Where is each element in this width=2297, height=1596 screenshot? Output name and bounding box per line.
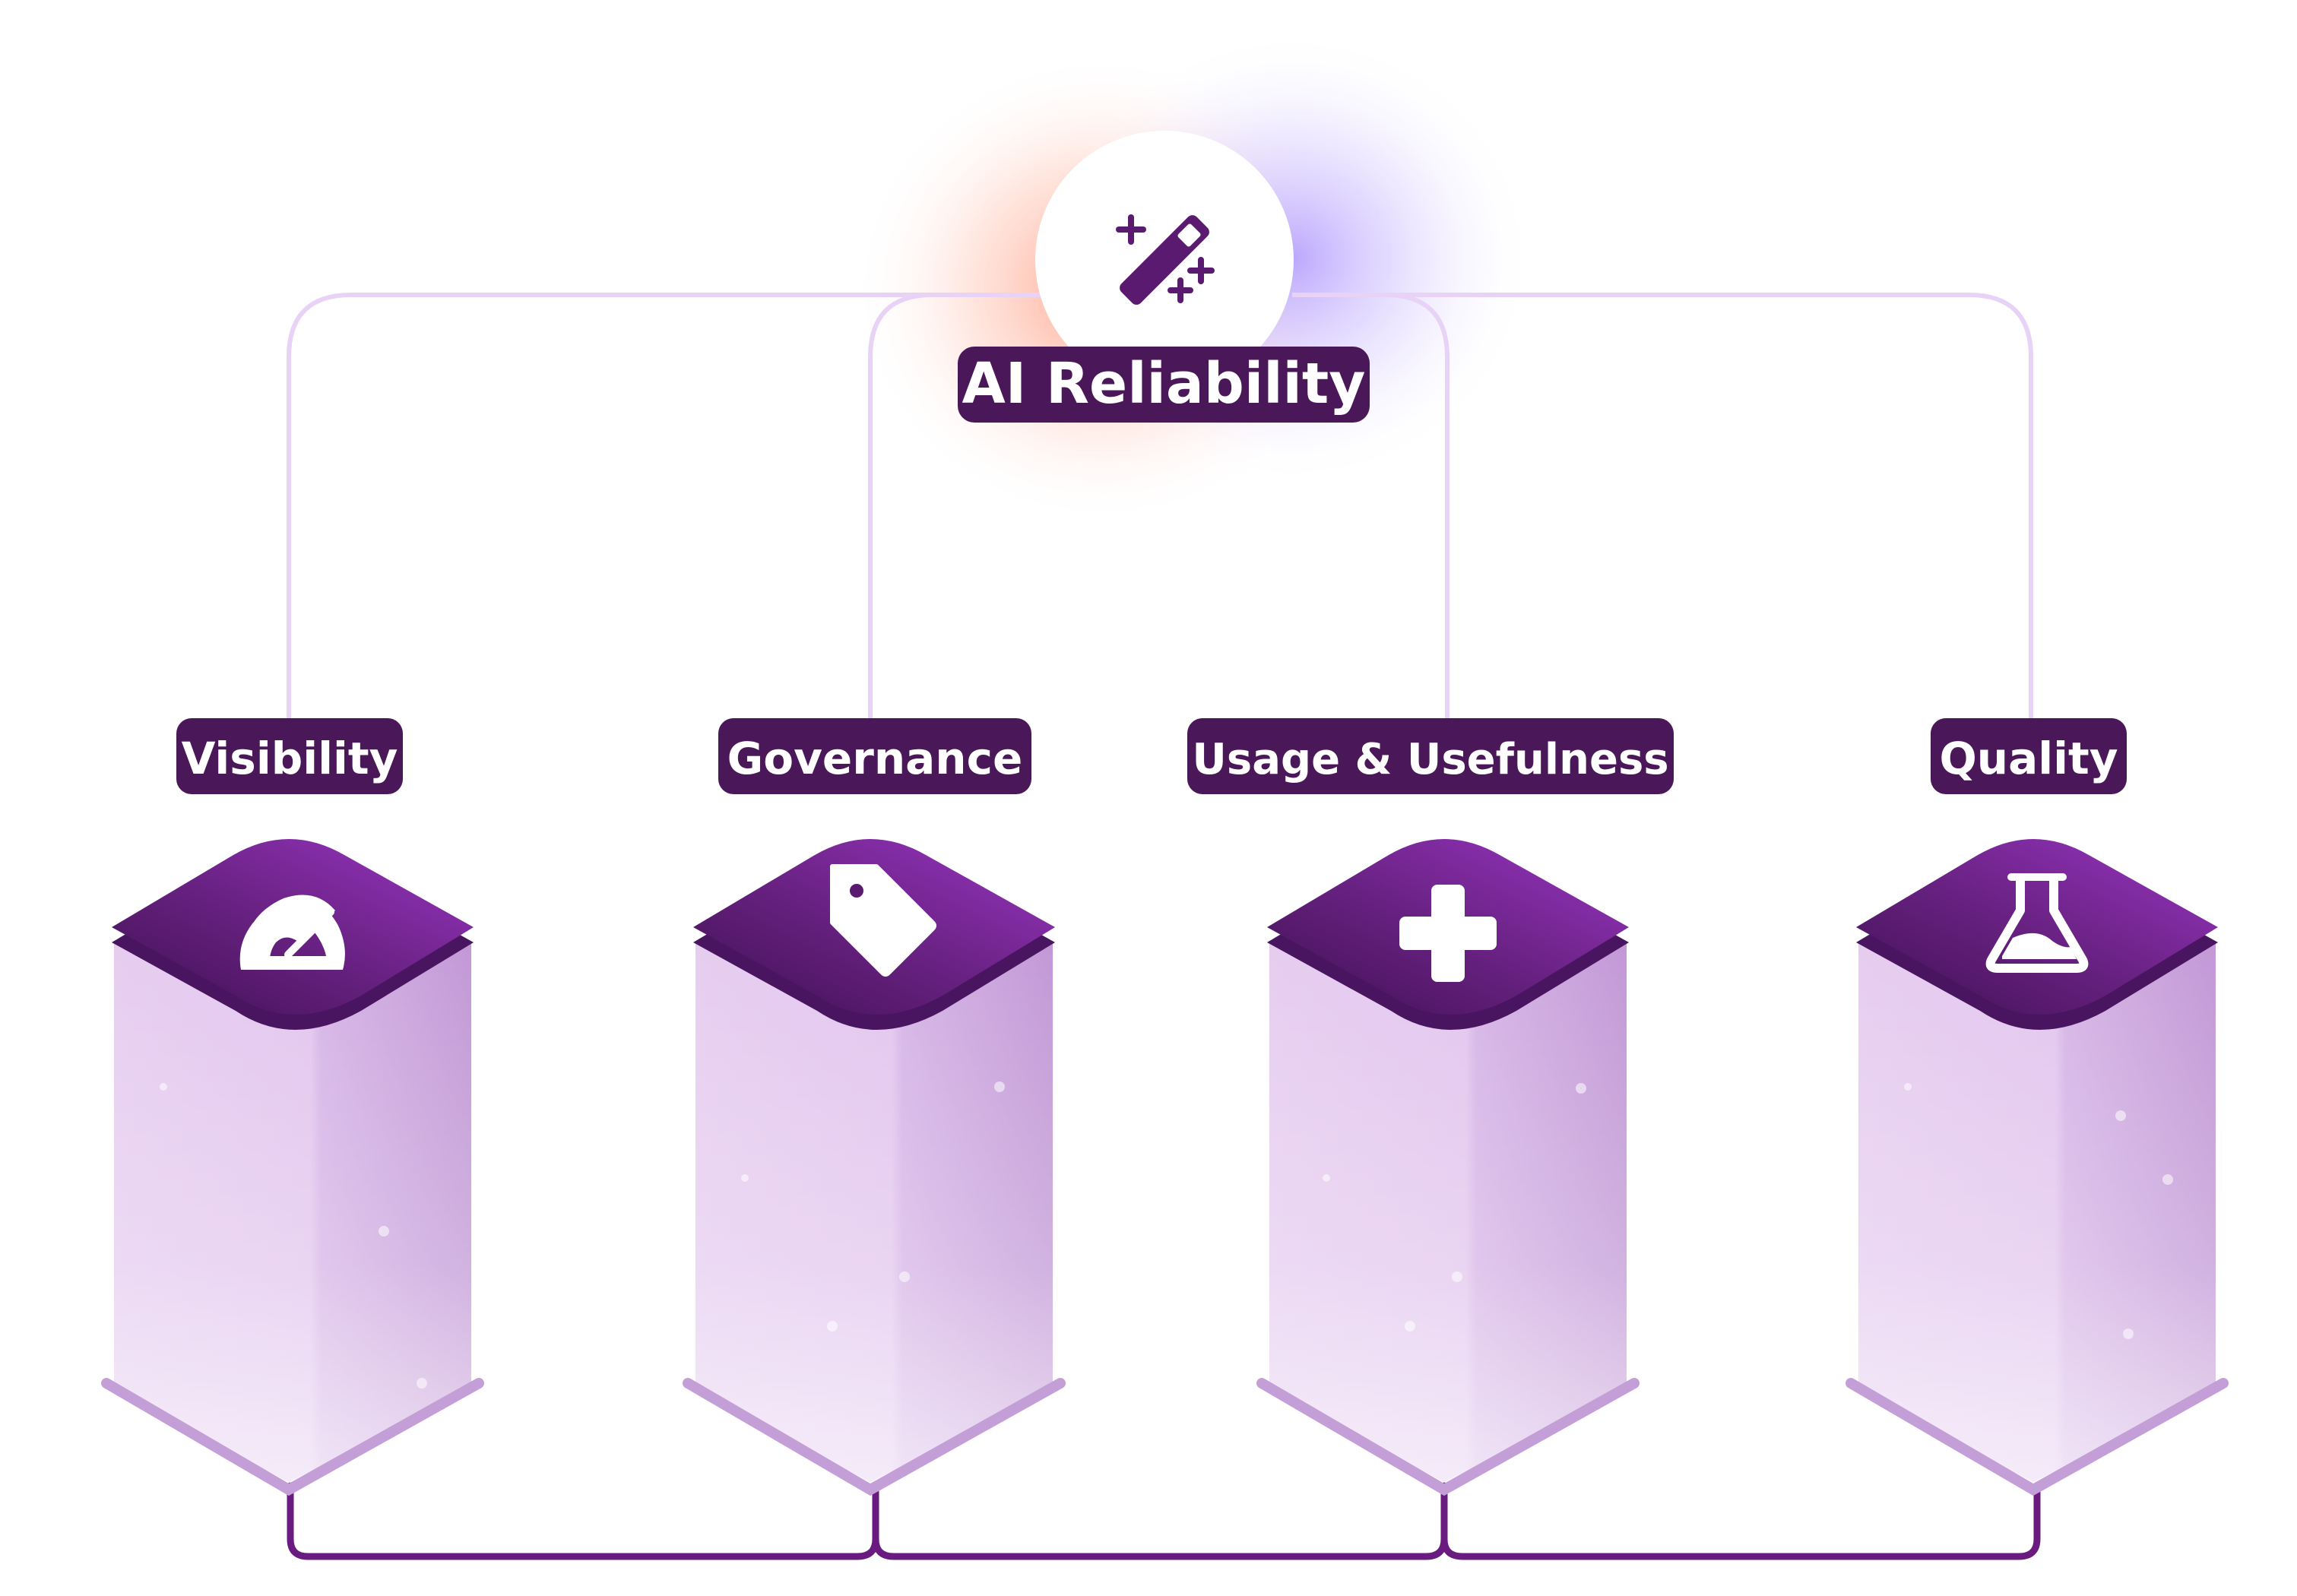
pillar-base-rim	[683, 1378, 1066, 1496]
pillar-label-quality: Quality	[1931, 718, 2127, 794]
top-connectors	[287, 293, 2033, 783]
pillar-label-text: Usage & Usefulness	[1192, 735, 1668, 784]
pillar-base-rim	[101, 1378, 484, 1496]
pillar-body-fade	[1269, 942, 1627, 1482]
hub-title: AI Reliability	[962, 351, 1365, 416]
pillar-body-fade	[1858, 942, 2216, 1482]
pillar-sparkles	[1904, 1083, 2173, 1339]
pillar-label-text: Visibility	[182, 733, 398, 784]
pillar-sparkles	[741, 1081, 1005, 1332]
flask-icon	[1985, 873, 2089, 973]
magic-wand-icon	[1116, 214, 1215, 305]
hub	[1035, 131, 1294, 389]
pillar-quality	[1846, 839, 2229, 1496]
pillar-base-rim	[1846, 1378, 2229, 1496]
tag-icon	[830, 864, 936, 977]
pillar-sparkles	[1323, 1083, 1586, 1332]
pillar-usage-usefulness	[1256, 839, 1640, 1496]
pillar-sparkles	[160, 1083, 427, 1389]
medical-cross-icon	[1399, 885, 1497, 982]
pillar-body-fade	[114, 942, 471, 1482]
pillar-visibility	[101, 839, 484, 1496]
gauge-icon	[239, 895, 345, 970]
pillar-label-text: Quality	[1939, 733, 2118, 784]
pillar-top	[1856, 839, 2218, 1015]
pillar-label-visibility: Visibility	[176, 718, 403, 794]
pillar-body-fade	[695, 942, 1053, 1482]
pillar-governance	[683, 839, 1066, 1496]
pillar-label-usage-usefulness: Usage & Usefulness	[1187, 718, 1674, 794]
bottom-connectors	[287, 1482, 2041, 1560]
pillar-label-text: Governance	[727, 733, 1023, 784]
pillar-base-rim	[1256, 1378, 1640, 1496]
pillar-label-governance: Governance	[718, 718, 1031, 794]
hub-title-pill: AI Reliability	[958, 347, 1370, 423]
